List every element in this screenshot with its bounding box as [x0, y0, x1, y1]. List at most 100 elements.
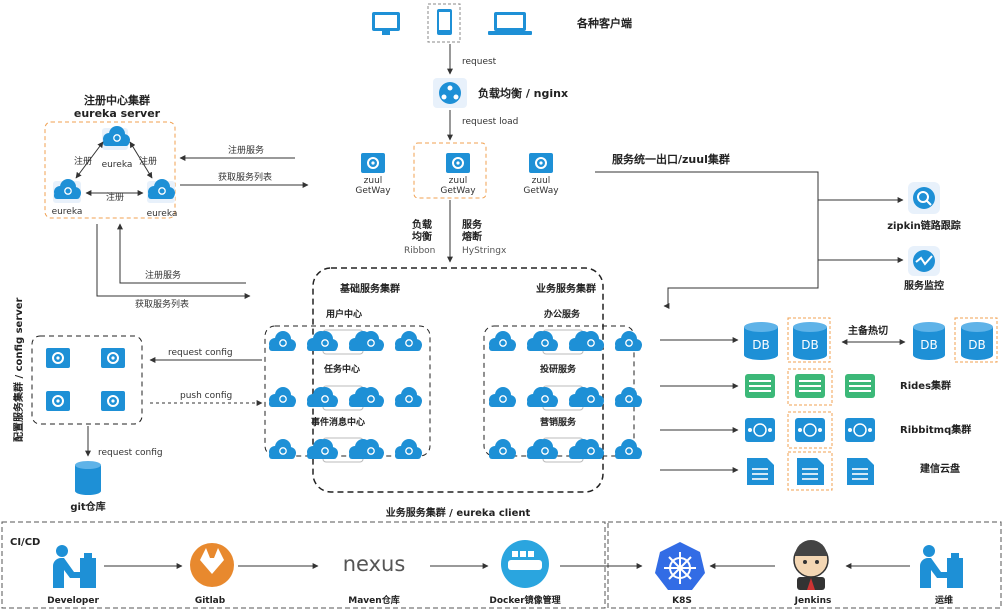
svg-text:eureka: eureka [52, 207, 83, 217]
zuul-line2: GetWay [523, 186, 559, 196]
db-standby-highlight [954, 317, 998, 363]
gear-icon [100, 390, 126, 412]
gear-icon [45, 347, 71, 369]
config-server-label: 配置服务集群 / config server [12, 297, 25, 442]
ops-label: 运维 [935, 594, 953, 606]
request-label: request [462, 57, 497, 67]
kubernetes-icon [655, 542, 705, 590]
k8s-label: K8S [672, 596, 692, 606]
task-center-label: 任务中心 [323, 363, 360, 375]
svg-text:eureka: eureka [147, 209, 178, 219]
registry-subtitle: eureka server [74, 107, 161, 120]
document-icon [847, 458, 874, 485]
redis-icon [845, 374, 875, 398]
hystrix-label: HyStringx [462, 246, 507, 256]
request-config-git-label: request config [98, 448, 163, 458]
request-config-label: request config [168, 348, 233, 358]
redis-nodes [745, 368, 875, 406]
config-server-frame [31, 335, 143, 425]
rabbitmq-icon [745, 418, 775, 442]
office-label: 办公服务 [544, 308, 581, 320]
zuul-line1: zuul [449, 176, 468, 186]
gitlab-label: Gitlab [195, 596, 226, 606]
register-service-label: 注册服务 [228, 144, 264, 156]
hystrix-cn-1: 服务 [462, 218, 483, 231]
gear-icon [45, 390, 71, 412]
cloud-icon [577, 387, 642, 407]
marketing-label: 营销服务 [540, 416, 577, 428]
user-center-label: 用户中心 [325, 308, 362, 320]
register-link-left [75, 141, 104, 179]
zuul-node-left: zuul GetWay [355, 152, 391, 196]
cloud-icon [357, 331, 422, 351]
svg-text:DB: DB [968, 338, 985, 352]
db-primary-2: DB [793, 322, 827, 360]
laptop-icon [488, 12, 532, 35]
monitor-icon [908, 246, 940, 276]
zipkin-label: zipkin链路跟踪 [887, 219, 961, 232]
nexus-logo: nexus [343, 552, 406, 576]
developer-icon [53, 545, 96, 588]
config-nodes [45, 347, 126, 412]
svg-text:eureka: eureka [102, 160, 133, 170]
fetch-list-label: 获取服务列表 [218, 171, 272, 183]
rabbitmq-highlight [787, 411, 833, 449]
event-center-label: 事件消息中心 [311, 416, 365, 428]
redis-icon [795, 374, 825, 398]
request-load-label: request load [462, 117, 518, 127]
zuul-line2: GetWay [355, 186, 391, 196]
maven-label: Maven仓库 [348, 594, 399, 606]
cloud-disk-highlight [787, 451, 833, 491]
zuul-line2: GetWay [440, 186, 476, 196]
ops-icon [920, 545, 963, 588]
db-standby-2: DB [961, 322, 993, 360]
base-cluster-label: 基础服务集群 [339, 282, 400, 295]
zuul-highlight-frame [413, 142, 487, 199]
docker-label: Docker镜像管理 [489, 594, 560, 606]
zuul-node-center: zuul GetWay [440, 152, 476, 196]
zuul-node-right: zuul GetWay [523, 152, 559, 196]
gear-icon [360, 152, 386, 174]
redis-highlight [787, 368, 833, 406]
arrow-fetch-list-biz [96, 224, 251, 299]
svg-text:DB: DB [920, 338, 937, 352]
base-cluster-frame [264, 325, 431, 457]
redis-icon [745, 374, 775, 398]
biz-service-nodes [489, 329, 642, 463]
zuul-cluster-label: 服务统一出口/zuul集群 [612, 152, 730, 166]
cloud-icon [577, 331, 642, 351]
document-icon [747, 458, 774, 485]
ribbon-cn-1: 负载 [412, 218, 432, 231]
selected-frame [427, 3, 461, 43]
biz-cluster-label: 业务服务集群 [536, 282, 596, 295]
cloud-disk-nodes [747, 451, 874, 491]
failover-label: 主备热切 [848, 324, 888, 337]
document-icon [797, 458, 824, 485]
rabbitmq-icon [845, 418, 875, 442]
ribbon-cn-2: 均衡 [412, 230, 432, 243]
registry-frame [44, 121, 176, 219]
db-primary-1: DB [744, 322, 778, 360]
gear-icon [445, 152, 471, 174]
svg-text:DB: DB [752, 338, 769, 352]
ribbon-label: Ribbon [404, 246, 435, 256]
docker-icon [501, 540, 549, 588]
register-service-label-2: 注册服务 [145, 269, 181, 281]
desktop-icon [372, 12, 400, 35]
register-label-bottom: 注册 [106, 191, 124, 203]
push-config-label: push config [180, 391, 232, 401]
eureka-node-top: eureka [102, 125, 133, 170]
cloud-disk-label: 建信云盘 [919, 462, 960, 475]
eureka-node-left: eureka [52, 178, 83, 217]
nginx-icon [433, 78, 467, 108]
cloud-icon [577, 439, 642, 459]
arrow-register-service-biz [117, 223, 246, 284]
clients-label: 各种客户端 [576, 16, 632, 30]
base-service-nodes [269, 329, 422, 463]
git-database-icon [75, 461, 101, 495]
db-standby-1: DB [913, 322, 945, 360]
rabbitmq-label: Ribbitmq集群 [900, 423, 971, 436]
gear-icon [528, 152, 554, 174]
register-link-right [129, 141, 153, 179]
eureka-client-frame [312, 267, 604, 493]
